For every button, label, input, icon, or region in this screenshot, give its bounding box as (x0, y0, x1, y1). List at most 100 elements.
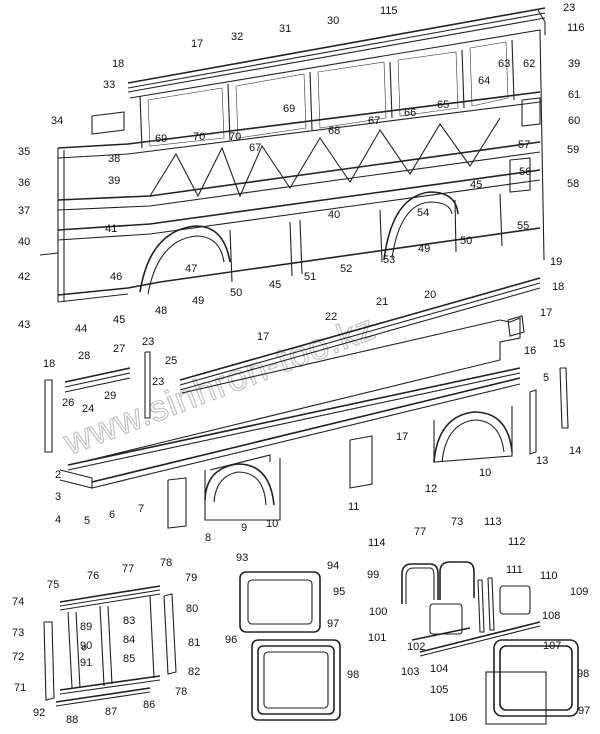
part-label: 46 (110, 271, 122, 283)
part-label: 45 (113, 314, 125, 326)
part-label: 79 (185, 572, 197, 584)
part-label: 11 (348, 501, 359, 513)
part-label: 58 (567, 178, 579, 190)
part-label: 106 (449, 712, 467, 724)
part-label: 43 (18, 319, 30, 331)
part-label: 60 (568, 115, 580, 127)
part-label: 102 (407, 641, 425, 653)
part-label: 113 (484, 516, 502, 528)
part-label: 37 (18, 205, 30, 217)
part-label: 94 (327, 560, 339, 572)
part-label: 90 (80, 640, 92, 652)
part-label: 115 (380, 5, 398, 17)
part-label: 62 (523, 58, 535, 70)
part-label: 29 (104, 390, 116, 402)
part-label: 88 (66, 714, 78, 726)
part-label: 61 (568, 89, 580, 101)
part-label: 21 (376, 296, 388, 308)
part-label: 97 (327, 618, 339, 630)
part-label: 32 (231, 31, 243, 43)
part-label: 67 (368, 115, 380, 127)
part-label: 75 (47, 579, 59, 591)
part-label: 70 (229, 131, 241, 143)
part-label: 34 (51, 115, 63, 127)
part-label: 76 (87, 570, 99, 582)
part-label: 98 (347, 669, 359, 681)
part-label: 78 (175, 686, 187, 698)
part-label: 17 (191, 38, 203, 50)
part-label: 17 (540, 307, 552, 319)
part-label: 99 (367, 569, 379, 581)
part-label: 105 (430, 684, 448, 696)
part-label: 14 (569, 445, 581, 457)
part-label: 87 (105, 706, 117, 718)
part-label: 52 (340, 263, 352, 275)
part-label: 80 (186, 603, 198, 615)
part-label: 16 (524, 345, 536, 357)
part-label: 28 (78, 350, 90, 362)
part-label: 50 (460, 235, 472, 247)
part-label: 65 (437, 99, 449, 111)
part-label: 35 (18, 146, 30, 158)
part-label: 27 (113, 343, 125, 355)
part-label: 40 (18, 236, 30, 248)
part-label: 100 (369, 606, 387, 618)
part-label: 51 (304, 271, 316, 283)
part-label: 63 (498, 58, 510, 70)
part-label: 33 (103, 79, 115, 91)
part-label: 92 (33, 707, 45, 719)
part-label: 69 (155, 133, 167, 145)
part-label: 71 (14, 682, 26, 694)
part-label: 67 (249, 142, 261, 154)
window-frames (239, 571, 341, 721)
part-label: 97 (578, 705, 590, 717)
part-label: 24 (82, 403, 94, 415)
part-label: 73 (12, 627, 24, 639)
part-label: 108 (542, 610, 560, 622)
part-label: 84 (123, 634, 135, 646)
part-label: 18 (112, 58, 124, 70)
part-label: 23 (152, 376, 164, 388)
part-label: 85 (123, 653, 135, 665)
part-label: 66 (404, 107, 416, 119)
part-label: 45 (470, 179, 482, 191)
part-label: 39 (108, 175, 120, 187)
part-label: 4 (55, 514, 61, 526)
part-label: 78 (160, 557, 172, 569)
part-label: 98 (577, 668, 589, 680)
part-label: 42 (18, 271, 30, 283)
part-label: 116 (567, 22, 585, 34)
part-label: 2 (55, 469, 61, 481)
part-label: 109 (570, 586, 588, 598)
part-label: 103 (401, 666, 419, 678)
part-label: 104 (430, 663, 448, 675)
part-label: 59 (567, 144, 579, 156)
part-label: 56 (519, 166, 531, 178)
part-label: 22 (325, 311, 337, 323)
part-label: 77 (122, 563, 134, 575)
part-label: 101 (368, 632, 386, 644)
part-label: 95 (333, 586, 345, 598)
part-label: 44 (75, 323, 87, 335)
part-label: 86 (143, 699, 155, 711)
part-label: 10 (479, 467, 491, 479)
part-label: 82 (188, 666, 200, 678)
part-label: 41 (105, 223, 117, 235)
part-label: 36 (18, 177, 30, 189)
part-label: 3 (55, 491, 61, 503)
part-label: 30 (327, 15, 339, 27)
part-label: 9 (241, 522, 247, 534)
part-label: 13 (536, 455, 548, 467)
part-label: 81 (188, 637, 200, 649)
part-label: 5 (84, 515, 90, 527)
part-label: 23 (563, 2, 575, 14)
part-label: 89 (80, 621, 92, 633)
part-label: 20 (424, 289, 436, 301)
door-frame-assembly (43, 585, 177, 707)
part-label: 53 (383, 254, 395, 266)
part-label: 77 (414, 526, 426, 538)
part-label: 50 (230, 287, 242, 299)
part-label: 15 (553, 338, 565, 350)
side-skin-panels (44, 277, 569, 529)
